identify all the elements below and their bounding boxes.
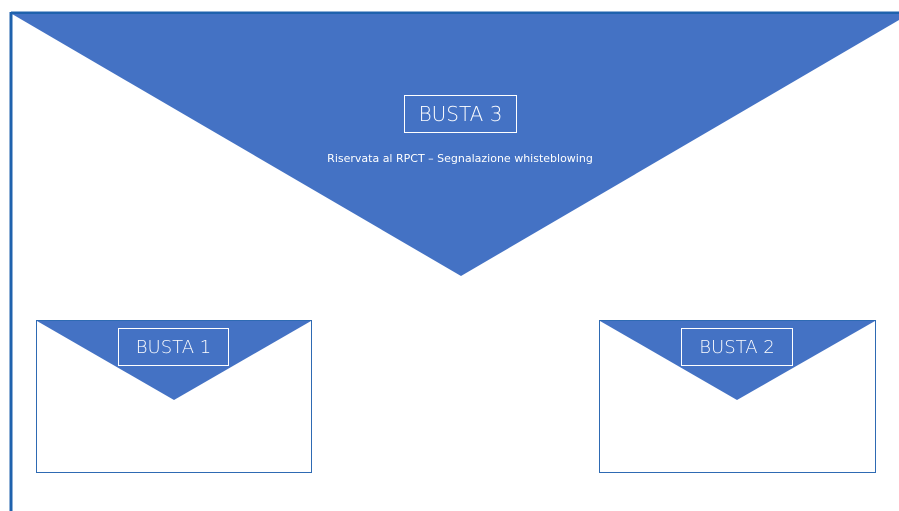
busta3-subtitle: Riservata al RPCT – Segnalazione whisteb…	[327, 152, 593, 165]
busta2-flap	[600, 321, 875, 400]
busta3-label: BUSTA 3	[404, 95, 517, 133]
busta3-flap	[12, 14, 899, 276]
busta1-flap	[37, 321, 311, 400]
busta2-label: BUSTA 2	[681, 328, 793, 366]
busta1-label: BUSTA 1	[118, 328, 229, 366]
